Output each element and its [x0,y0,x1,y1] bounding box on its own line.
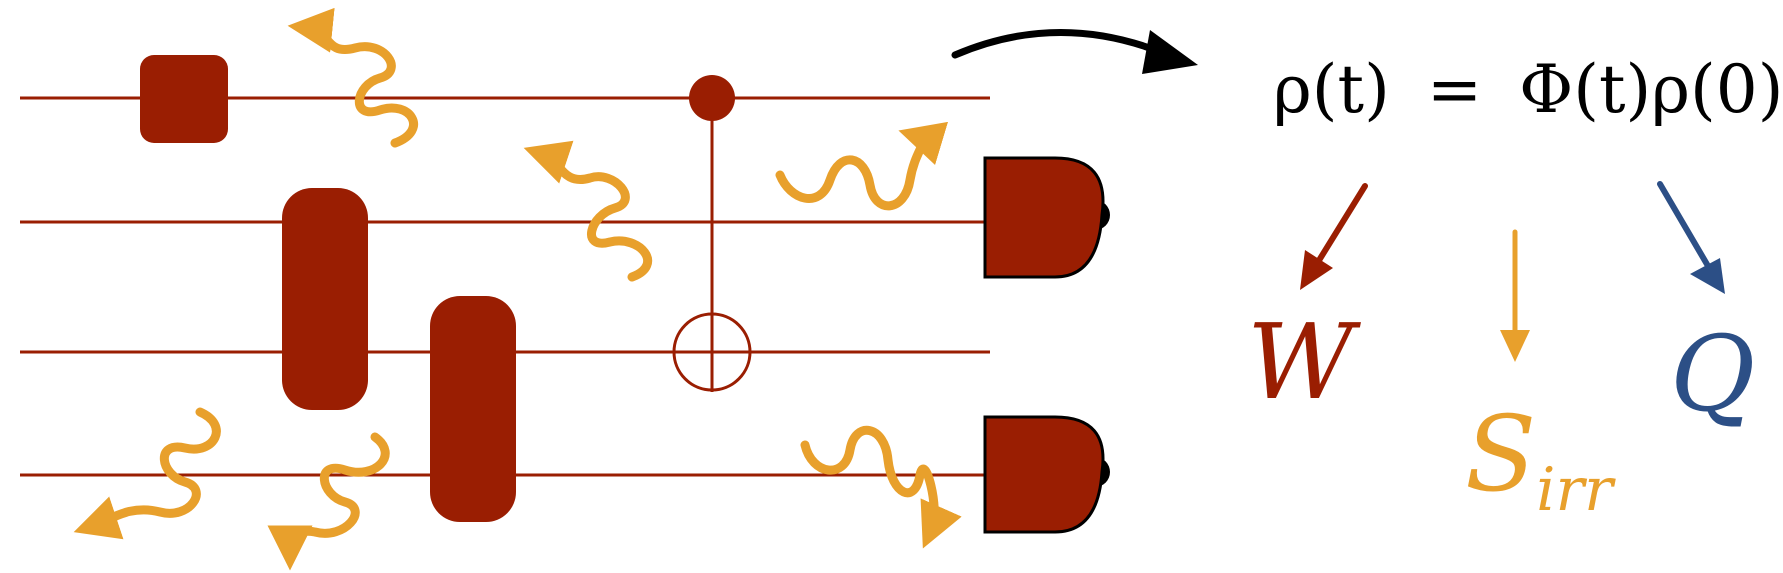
two-qubit-gate-b [430,296,516,522]
entropy-arrow [1500,229,1530,362]
equation-equals: = [1427,51,1482,128]
output-arrows [1300,181,1725,362]
cnot-control-dot [689,75,735,121]
gates [140,55,516,522]
noise-arrow-6 [800,425,962,549]
cnot-gate [672,75,752,392]
measurement-detector-1 [983,156,1110,279]
noise-arrow-1 [287,7,418,148]
heat-arrow [1657,181,1725,294]
evolution-arrow-head [1142,30,1198,74]
noise-arrow-2 [523,140,653,282]
noise-arrow-3 [775,121,949,211]
equation-lhs: ρ(t) [1273,51,1390,128]
two-qubit-gate-a [282,188,368,410]
work-arrow [1300,183,1368,290]
entropy-symbol: S [1465,393,1536,515]
noise-arrow-4 [73,407,221,540]
entropy-subscript: irr [1536,455,1616,525]
noise-arrows [73,7,962,571]
equation-rhs: Φ(t)ρ(0) [1519,51,1783,128]
entropy-label: Sirr [1465,393,1616,525]
density-matrix-equation: ρ(t) = Φ(t)ρ(0) [1273,51,1783,128]
work-label: W [1247,301,1361,423]
heat-label: Q [1670,313,1755,435]
noise-arrow-5 [267,432,390,571]
measurement-detector-2 [983,415,1110,534]
single-qubit-gate [140,55,228,143]
evolution-arrow [951,29,1198,74]
